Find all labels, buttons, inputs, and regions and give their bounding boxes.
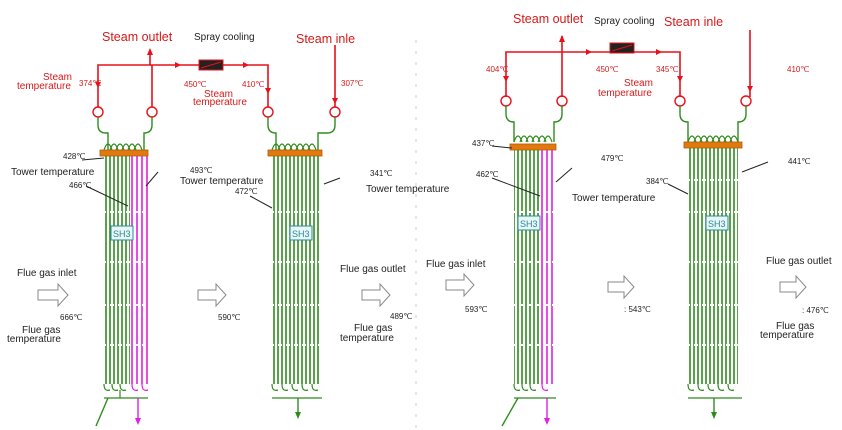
left-superheater (37, 45, 391, 427)
left-pointers (81, 157, 341, 209)
right-sh-label-2: SH3 (708, 219, 726, 229)
right-t-tower-c1: 384℃ (646, 177, 668, 186)
left-flue-temp-b-1: Flue gas (354, 323, 392, 334)
right-t-flue-mid: : 543℃ (624, 305, 651, 314)
left-tower-temp-2: Tower temperature (180, 176, 264, 187)
left-t-outlet: 374℃ (79, 79, 101, 88)
right-t-spray-out: 345℃ (656, 65, 678, 74)
right-t-tower-b: 479℃ (601, 154, 623, 163)
right-spray-valve (609, 42, 635, 54)
left-t-flue-mid: 590℃ (218, 313, 240, 322)
right-steam-temp-1: Steam (624, 78, 653, 89)
left-tower-2 (267, 117, 336, 419)
right-t-outlet: 404℃ (486, 65, 508, 74)
left-t-tower-b1: 493℃ (190, 166, 212, 175)
left-steam-temp-mid-1: Steam (204, 89, 233, 100)
left-sh-label-2: SH3 (292, 229, 310, 239)
left-steam-temp-label-2: temperature (17, 81, 71, 92)
right-t-tower-a2: 462℃ (476, 170, 498, 179)
left-t-inlet: 307℃ (341, 79, 363, 88)
left-t-flue-in: 666℃ (60, 313, 82, 322)
right-spray-cooling-label: Spray cooling (594, 16, 655, 27)
right-t-tower-a1: 437℃ (472, 139, 494, 148)
left-tower-1 (95, 117, 153, 427)
left-t-tower-b2: 472℃ (235, 187, 257, 196)
right-t-flue-in: 593℃ (465, 305, 487, 314)
left-spray-cooling-label: Spray cooling (194, 32, 255, 43)
right-tower-temp: Tower temperature (572, 193, 656, 204)
left-flue-outlet: Flue gas outlet (340, 264, 406, 275)
right-t-inlet: 410℃ (787, 65, 809, 74)
left-steam-temp-mid-2: temperature (193, 97, 247, 108)
right-t-flue-out: : 476℃ (802, 306, 829, 315)
right-pointers (491, 145, 769, 197)
left-t-tower-a1: 428℃ (63, 152, 85, 161)
left-t-tower-a2: 466℃ (69, 181, 91, 190)
right-flue-outlet: Flue gas outlet (766, 256, 832, 267)
right-steam-arrows (503, 35, 753, 92)
left-sh-label-1: SH3 (113, 229, 131, 239)
left-flue-temp-a-2: temperature (7, 334, 61, 345)
left-spray-valve (198, 59, 224, 71)
left-steam-temp-label-1: Steam (43, 72, 72, 83)
left-t-tower-c: 341℃ (370, 169, 392, 178)
left-steam-outlet-label: Steam outlet (102, 30, 173, 44)
right-tower-2 (679, 106, 747, 419)
left-flue-inlet: Flue gas inlet (17, 268, 77, 279)
left-flue-temp-a-1: Flue gas (22, 325, 60, 336)
right-tower-1 (501, 106, 563, 427)
right-flue-temp-2: temperature (760, 330, 814, 341)
right-steam-temp-2: temperature (598, 88, 652, 99)
left-steam-inlet-label: Steam inle (296, 32, 355, 46)
left-t-spray-out: 410℃ (242, 80, 264, 89)
right-flue-arrows (445, 272, 807, 300)
right-superheater (445, 30, 807, 427)
left-header-nodes (92, 106, 341, 118)
left-flue-arrows (37, 282, 391, 308)
left-tower-temp-1: Tower temperature (11, 167, 95, 178)
left-tower-temp-3: Tower temperature (366, 184, 450, 195)
left-steam-arrows (95, 48, 338, 104)
left-t-flue-out: 489℃ (390, 312, 412, 321)
right-t-tower-c2: 441℃ (788, 157, 810, 166)
right-flue-inlet: Flue gas inlet (426, 259, 486, 270)
right-steam-outlet-label: Steam outlet (513, 12, 584, 26)
right-t-spray-in: 450℃ (596, 65, 618, 74)
right-sh-label-1: SH3 (520, 219, 538, 229)
right-flue-temp-1: Flue gas (776, 321, 814, 332)
left-t-spray-in: 450℃ (184, 80, 206, 89)
left-flue-temp-b-2: temperature (340, 333, 394, 344)
right-steam-inlet-label: Steam inle (664, 15, 723, 29)
